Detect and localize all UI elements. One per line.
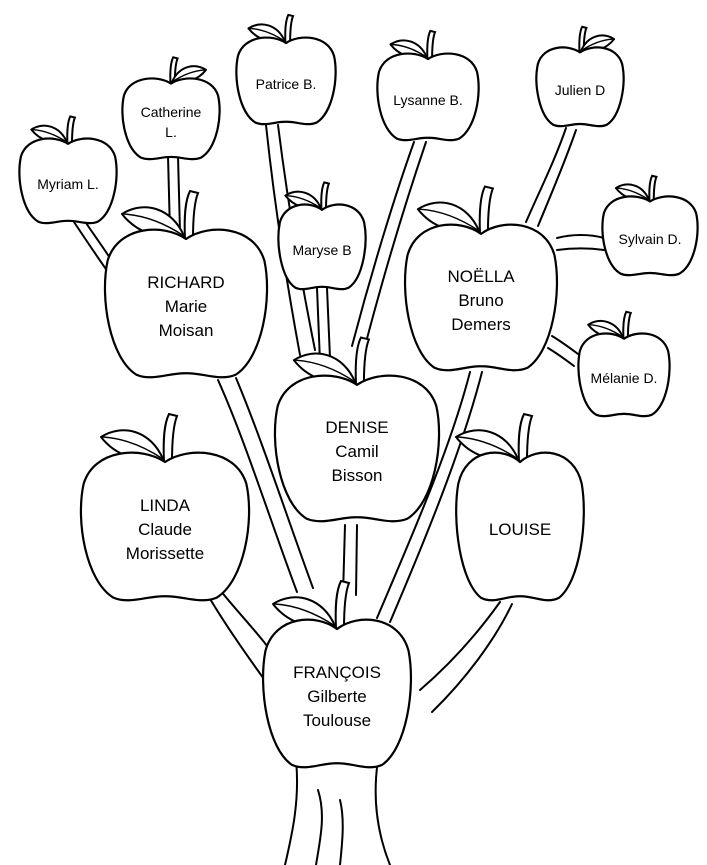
apple-body bbox=[121, 77, 221, 161]
apple-label-line: DENISE bbox=[325, 418, 388, 437]
apple-label-line: Mélanie D. bbox=[591, 370, 658, 386]
apple-melanie: Mélanie D. bbox=[577, 310, 671, 418]
apple-body bbox=[273, 374, 441, 523]
leaf-vein bbox=[616, 187, 650, 201]
apple-stem bbox=[426, 29, 437, 61]
apple-label-line: Morissette bbox=[126, 544, 204, 563]
apple-stem bbox=[284, 13, 295, 45]
apple-body bbox=[577, 332, 671, 418]
apple-louise: LOUISE bbox=[455, 412, 585, 602]
apple-body bbox=[403, 223, 559, 372]
apple-body bbox=[18, 137, 118, 225]
leaf-vein bbox=[295, 359, 356, 383]
apple-label-line: Maryse B bbox=[292, 242, 351, 258]
leaf-vein bbox=[123, 213, 185, 237]
leaf-vein bbox=[274, 603, 336, 627]
leaf-vein bbox=[102, 436, 164, 460]
apple-stem bbox=[478, 185, 495, 235]
apple-label-line: Bruno bbox=[458, 291, 503, 310]
leaf-vein bbox=[457, 436, 519, 460]
apple-label-line: LINDA bbox=[140, 496, 191, 515]
apple-label-line: Patrice B. bbox=[256, 76, 317, 92]
apple-label-line: FRANÇOIS bbox=[293, 663, 381, 682]
apple-body bbox=[535, 46, 625, 128]
apple-stem bbox=[622, 310, 633, 340]
leaf-vein bbox=[248, 27, 286, 42]
apple-stem bbox=[183, 189, 200, 240]
apple-label-line: Demers bbox=[451, 315, 511, 334]
apple-label-line: Bisson bbox=[331, 466, 382, 485]
apple-label-line: RICHARD bbox=[147, 273, 224, 292]
apple-julien: Julien D bbox=[535, 25, 625, 128]
leaf-vein bbox=[390, 43, 428, 58]
apple-body bbox=[601, 195, 699, 277]
apple-stem bbox=[66, 115, 77, 145]
apple-label-line: Catherine bbox=[141, 104, 202, 120]
apple-label-line: LOUISE bbox=[489, 520, 551, 539]
apple-body bbox=[455, 451, 585, 602]
apple-label-line: Myriam L. bbox=[37, 176, 98, 192]
apple-label-line: NOËLLA bbox=[447, 267, 515, 286]
apple-body bbox=[261, 618, 413, 769]
apple-label-line: Camil bbox=[335, 442, 378, 461]
apple-patrice: Patrice B. bbox=[235, 13, 337, 126]
tree-branches bbox=[73, 124, 605, 713]
apple-label-line: Toulouse bbox=[303, 711, 371, 730]
apple-label-line: Claude bbox=[138, 520, 192, 539]
apple-lysanne: Lysanne B. bbox=[376, 29, 480, 142]
apple-sylvain: Sylvain D. bbox=[601, 174, 699, 277]
apple-body bbox=[235, 36, 337, 126]
apple-stem bbox=[320, 181, 331, 211]
apple-body bbox=[79, 451, 251, 602]
apple-stem bbox=[648, 174, 658, 203]
apple-stem bbox=[517, 412, 534, 463]
apple-stem bbox=[354, 336, 371, 386]
apple-stem bbox=[162, 412, 179, 463]
leaf-vein bbox=[31, 128, 68, 143]
apple-body bbox=[376, 52, 480, 142]
apple-label-line: Gilberte bbox=[307, 687, 367, 706]
apple-label-line: Moisan bbox=[159, 321, 214, 340]
apple-label-line: Julien D bbox=[555, 82, 606, 98]
leaf-vein bbox=[419, 208, 480, 232]
leaf-vein bbox=[171, 69, 206, 83]
apple-stem bbox=[334, 579, 351, 630]
apple-label-line: Marie bbox=[165, 297, 208, 316]
apple-body bbox=[277, 203, 367, 291]
apple-label-line: Sylvain D. bbox=[618, 231, 681, 247]
apple-maryse: Maryse B bbox=[277, 181, 367, 291]
apple-body bbox=[103, 228, 269, 379]
apple-label-line: Lysanne B. bbox=[393, 92, 463, 108]
apple-label-line: L. bbox=[165, 124, 177, 140]
apple-myriam: Myriam L. bbox=[18, 115, 118, 225]
tree-trunk bbox=[284, 759, 391, 865]
